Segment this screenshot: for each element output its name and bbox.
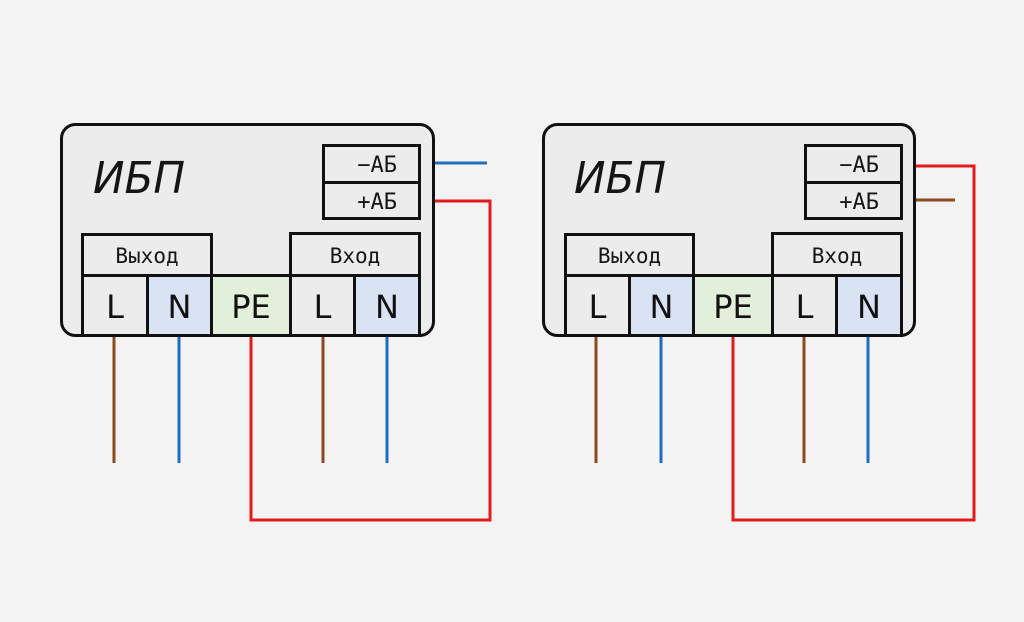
battery-positive-label-left: +АБ — [357, 190, 397, 215]
input-label-right: Вход — [812, 244, 863, 268]
battery-terminals-right: −АБ +АБ — [804, 144, 903, 220]
battery-terminals-left: −АБ +АБ — [322, 144, 421, 220]
output-header-right — [564, 233, 695, 277]
ups-unit-left: ИБП −АБ +АБ Выход L N PE Вход L — [60, 123, 492, 522]
pe-terminal-left[interactable] — [210, 274, 292, 337]
output-n-terminal-left[interactable] — [146, 274, 213, 337]
battery-negative-label-right: −АБ — [839, 153, 879, 178]
input-n-label-left: N — [375, 288, 399, 326]
output-group-left: Выход L N — [81, 233, 213, 337]
input-label-left: Вход — [330, 244, 381, 268]
output-label-left: Выход — [115, 244, 178, 268]
wire-battery-negative-to-pe-right — [731, 164, 976, 522]
earth-terminal-group-right: PE — [692, 274, 774, 337]
battery-negative-label-left: −АБ — [357, 153, 397, 178]
ups-title-left: ИБП — [93, 153, 185, 204]
pe-label-right: PE — [713, 288, 753, 326]
ups-title-right: ИБП — [574, 153, 666, 204]
ups-unit-right: ИБП −АБ +АБ Выход L N PE Вход L N — [542, 123, 976, 522]
input-group-left: Вход L N — [289, 232, 421, 337]
output-l-terminal-left[interactable] — [81, 274, 149, 337]
input-n-terminal-right[interactable] — [835, 274, 903, 337]
output-l-label-right: L — [589, 288, 607, 326]
input-header-right — [771, 232, 903, 277]
output-l-terminal-right[interactable] — [564, 274, 631, 337]
pe-label-left: PE — [231, 288, 271, 326]
output-n-label-right: N — [650, 288, 674, 326]
pe-terminal-right[interactable] — [692, 274, 774, 337]
input-n-terminal-left[interactable] — [353, 274, 421, 337]
output-group-right: Выход L N — [564, 233, 695, 337]
input-l-label-left: L — [314, 288, 332, 326]
battery-positive-label-right: +АБ — [839, 190, 879, 215]
output-n-label-left: N — [168, 288, 192, 326]
battery-positive-terminal-left[interactable] — [322, 181, 421, 220]
output-l-label-left: L — [106, 288, 124, 326]
battery-negative-terminal-left[interactable] — [322, 144, 421, 184]
output-label-right: Выход — [598, 244, 661, 268]
earth-terminal-group-left: PE — [210, 274, 292, 337]
wire-battery-positive-to-pe-left — [249, 199, 492, 522]
input-l-label-right: L — [796, 288, 814, 326]
input-n-label-right: N — [857, 288, 881, 326]
input-group-right: Вход L N — [771, 232, 903, 337]
battery-positive-terminal-right[interactable] — [804, 181, 903, 220]
wires-left — [112, 161, 492, 522]
